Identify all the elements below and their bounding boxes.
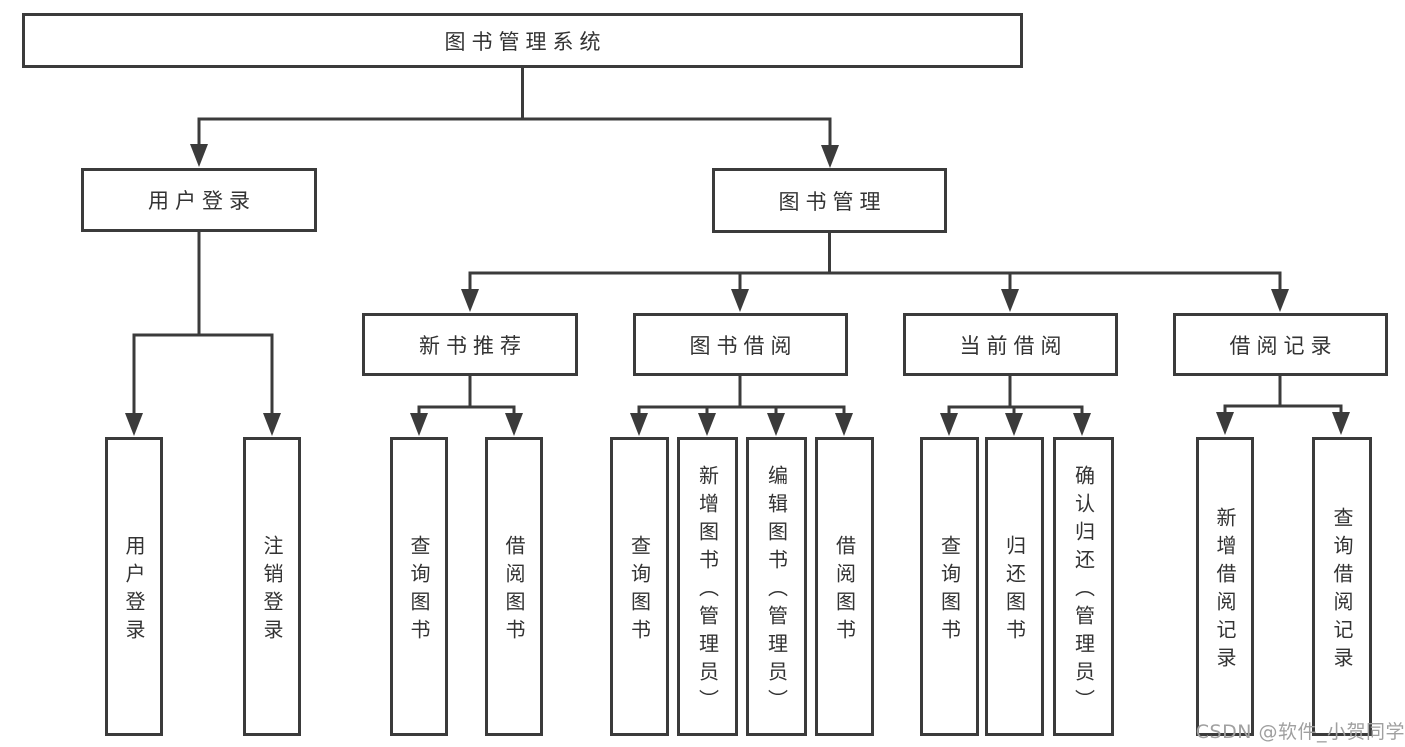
leaf-newbook-query-book: 查询图书: [390, 437, 448, 736]
node-user-login-label: 用户登录: [148, 189, 256, 213]
node-root-system: 图书管理系统: [22, 13, 1023, 68]
leaf-confirm-return-admin: 确认归还（管理员）: [1053, 437, 1114, 736]
node-book-borrow: 图书借阅: [633, 313, 848, 376]
leaf-add-book-admin: 新增图书（管理员）: [677, 437, 738, 736]
leaf-borrow-query-book: 查询图书: [610, 437, 669, 736]
node-current-borrow-label: 当前借阅: [959, 333, 1068, 358]
node-new-book-recommend: 新书推荐: [362, 313, 578, 376]
leaf-return-book: 归还图书: [985, 437, 1044, 736]
leaf-logout: 注销登录: [243, 437, 301, 736]
leaf-current-query-book: 查询图书: [920, 437, 979, 736]
node-user-login: 用户登录: [81, 168, 317, 232]
node-book-borrow-label: 图书借阅: [689, 333, 798, 358]
node-borrow-record: 借阅记录: [1173, 313, 1388, 376]
node-book-management: 图书管理: [712, 168, 947, 233]
leaf-borrow-borrow-book: 借阅图书: [815, 437, 874, 736]
csdn-watermark: CSDN @软件_小贺同学: [1195, 721, 1405, 743]
node-borrow-record-label: 借阅记录: [1229, 333, 1338, 358]
node-root-system-label: 图书管理系统: [444, 29, 607, 54]
leaf-user-login: 用户登录: [105, 437, 163, 736]
node-book-management-label: 图书管理: [778, 189, 887, 214]
leaf-newbook-borrow-book: 借阅图书: [485, 437, 543, 736]
leaf-edit-book-admin: 编辑图书（管理员）: [746, 437, 807, 736]
leaf-add-borrow-record: 新增借阅记录: [1196, 437, 1254, 736]
node-new-book-recommend-label: 新书推荐: [419, 333, 527, 358]
arrowhead-icons: [125, 144, 1350, 436]
leaf-query-borrow-record: 查询借阅记录: [1312, 437, 1372, 736]
node-current-borrow: 当前借阅: [903, 313, 1118, 376]
